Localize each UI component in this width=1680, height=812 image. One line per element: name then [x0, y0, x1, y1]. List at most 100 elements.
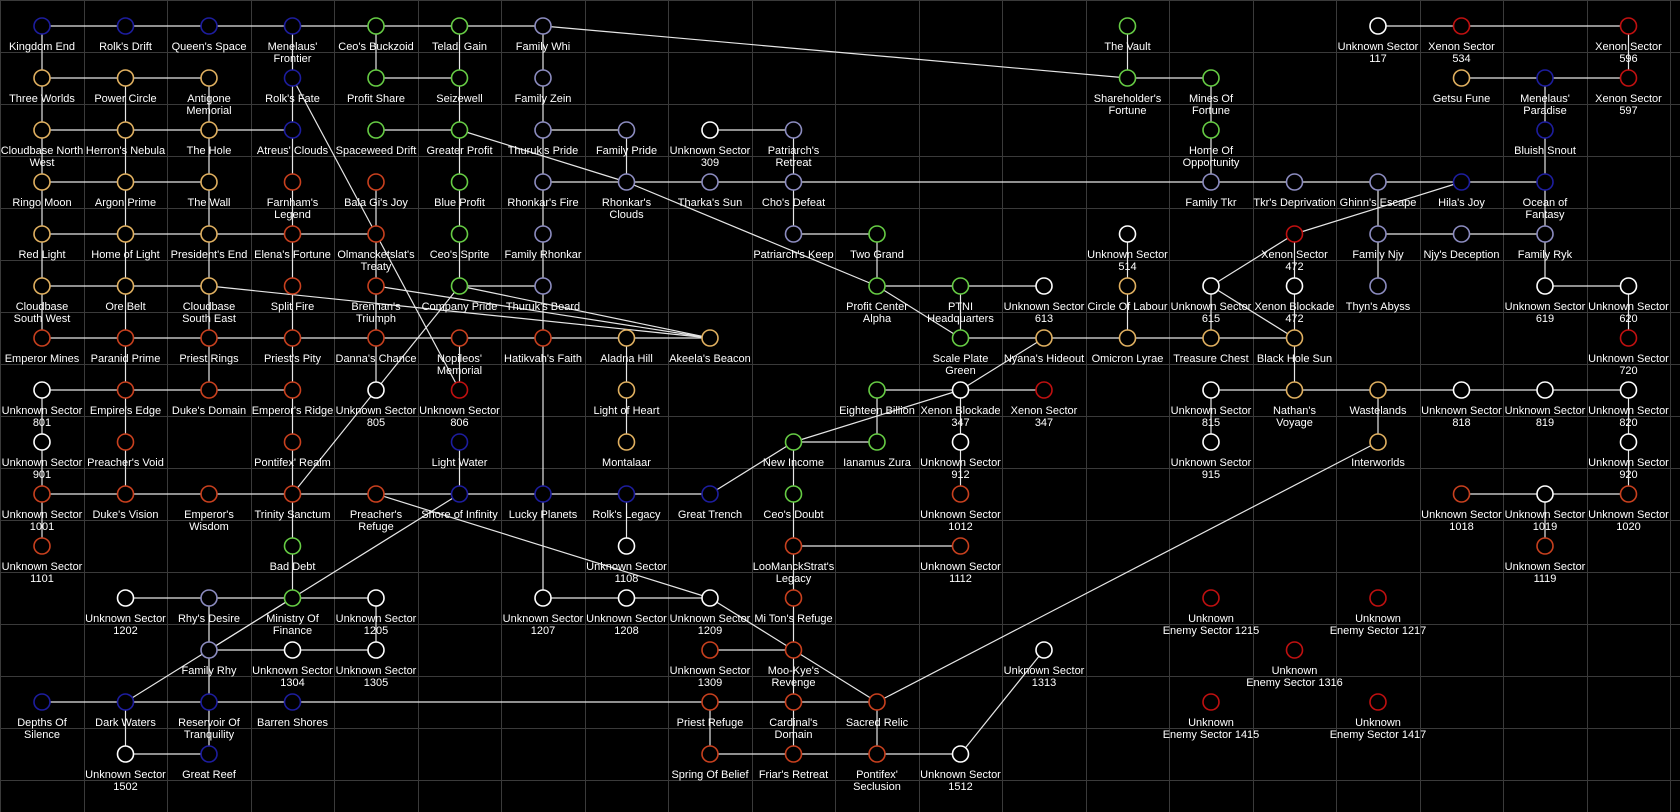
sector-node-icon[interactable]	[701, 589, 719, 607]
sector-node-icon[interactable]	[1118, 17, 1137, 35]
sector-the-hole[interactable]: The Hole	[187, 121, 232, 157]
sector-node-icon[interactable]	[450, 485, 469, 503]
sector-node-icon[interactable]	[951, 381, 970, 399]
sector-node-icon[interactable]	[283, 381, 302, 399]
sector-kingdom-end[interactable]: Kingdom End	[9, 17, 75, 53]
sector-node-icon[interactable]	[1202, 589, 1220, 607]
sector-montalaar[interactable]: Montalaar	[602, 433, 651, 469]
sector-ghinns-escape[interactable]: Ghinn's Escape	[1340, 173, 1417, 209]
sector-node-icon[interactable]	[784, 225, 803, 243]
sector-wastelands[interactable]: Wastelands	[1349, 381, 1407, 417]
sector-node-icon[interactable]	[784, 433, 803, 451]
sector-node-icon[interactable]	[33, 381, 51, 399]
sector-node-icon[interactable]	[367, 641, 385, 659]
sector-node-icon[interactable]	[367, 329, 385, 347]
sector-node-icon[interactable]	[1452, 173, 1471, 191]
sector-node-icon[interactable]	[1285, 641, 1304, 659]
sector-rolks-legacy[interactable]: Rolk's Legacy	[592, 485, 661, 521]
sector-mi-tons-refuge[interactable]: Mi Ton's Refuge	[754, 589, 833, 625]
sector-node-icon[interactable]	[1452, 381, 1471, 399]
sector-node-icon[interactable]	[868, 745, 886, 763]
sector-node-icon[interactable]	[450, 277, 469, 295]
sector-node-icon[interactable]	[1619, 69, 1638, 87]
sector-family-ryk[interactable]: Family Ryk	[1518, 225, 1573, 261]
sector-node-icon[interactable]	[1369, 693, 1387, 711]
sector-light-water[interactable]: Light Water	[432, 433, 488, 469]
sector-node-icon[interactable]	[116, 433, 135, 451]
sector-node-icon[interactable]	[116, 589, 135, 607]
sector-node-icon[interactable]	[1536, 381, 1554, 399]
sector-node-icon[interactable]	[1285, 277, 1304, 295]
sector-black-hole-sun[interactable]: Black Hole Sun	[1257, 329, 1332, 365]
sector-node-icon[interactable]	[367, 173, 385, 191]
sector-node-icon[interactable]	[450, 433, 469, 451]
sector-node-icon[interactable]	[1536, 121, 1554, 139]
sector-node-icon[interactable]	[784, 537, 803, 555]
sector-ore-belt[interactable]: Ore Belt	[105, 277, 146, 313]
sector-family-zein[interactable]: Family Zein	[515, 69, 572, 105]
sector-node-icon[interactable]	[1452, 69, 1471, 87]
sector-great-trench[interactable]: Great Trench	[678, 485, 742, 521]
sector-node-icon[interactable]	[367, 589, 385, 607]
sector-node-icon[interactable]	[617, 433, 636, 451]
sector-node-icon[interactable]	[367, 121, 385, 139]
sector-new-income[interactable]: New Income	[763, 433, 824, 469]
sector-node-icon[interactable]	[617, 329, 636, 347]
sector-node-icon[interactable]	[534, 225, 552, 243]
sector-dukes-domain[interactable]: Duke's Domain	[172, 381, 246, 417]
sector-node-icon[interactable]	[33, 485, 51, 503]
sector-node-icon[interactable]	[200, 329, 218, 347]
sector-node-icon[interactable]	[951, 745, 970, 763]
sector-node-icon[interactable]	[534, 69, 552, 87]
sector-akeelas-beacon[interactable]: Akeela's Beacon	[669, 329, 751, 365]
sector-node-icon[interactable]	[951, 277, 970, 295]
sector-node-icon[interactable]	[283, 69, 302, 87]
sector-node-icon[interactable]	[450, 225, 469, 243]
sector-node-icon[interactable]	[283, 225, 302, 243]
sector-nopileos-memorial[interactable]: Nopileos'Memorial	[437, 329, 482, 377]
sector-lucky-planets[interactable]: Lucky Planets	[509, 485, 578, 521]
sector-node-icon[interactable]	[534, 121, 552, 139]
sector-seizewell[interactable]: Seizewell	[436, 69, 483, 105]
sector-node-icon[interactable]	[450, 17, 469, 35]
sector-node-icon[interactable]	[116, 485, 135, 503]
sector-node-icon[interactable]	[617, 381, 636, 399]
sector-node-icon[interactable]	[1202, 433, 1220, 451]
sector-node-icon[interactable]	[283, 121, 302, 139]
sector-node-icon[interactable]	[534, 485, 552, 503]
sector-node-icon[interactable]	[1035, 277, 1053, 295]
sector-thuruks-beard[interactable]: Thuruk's Beard	[506, 277, 580, 313]
sector-family-pride[interactable]: Family Pride	[596, 121, 657, 157]
sector-node-icon[interactable]	[534, 17, 552, 35]
sector-bad-debt[interactable]: Bad Debt	[270, 537, 316, 573]
sector-node-icon[interactable]	[868, 225, 886, 243]
sector-patriarchs-keep[interactable]: Patriarch's Keep	[753, 225, 834, 261]
